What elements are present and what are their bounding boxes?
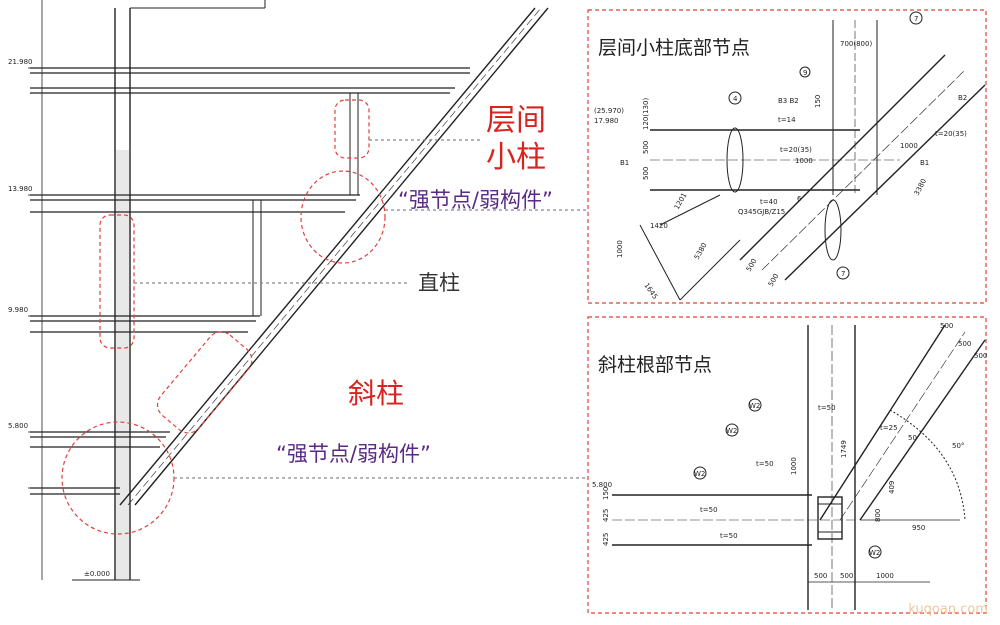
elevation-drawing — [28, 0, 549, 581]
dim-text: t=40 — [760, 198, 778, 206]
dim-text: 800 — [874, 509, 882, 522]
dim-text: 1420 — [650, 222, 668, 230]
dim-text: 500 — [745, 257, 759, 273]
small-column-callout — [334, 99, 370, 159]
dim-text: 50° — [952, 442, 964, 450]
elevation-label: 9.980 — [8, 306, 28, 314]
detail-bottom-dims: 5.800 W2 W2 W2 W2 t=50 t=50 t=50 t=50 t=… — [592, 322, 987, 580]
dim-text: B2 — [958, 94, 967, 102]
label-strong-joint-top: “强节点/弱构件” — [398, 188, 553, 212]
dim-text: 1000 — [876, 572, 894, 580]
elevation-labels: 21.980 13.980 9.980 5.800 ±0.000 — [8, 58, 110, 578]
joint-callout-top — [300, 170, 386, 264]
dim-text: 5.800 — [592, 481, 612, 489]
dim-text: 950 — [912, 524, 925, 532]
dim-text: 1000 — [900, 142, 918, 150]
dim-text: 4 — [733, 95, 738, 103]
dim-text: (25.970) — [594, 107, 624, 115]
detail-bottom-drawing — [612, 324, 986, 610]
dim-text: B3 B2 — [778, 97, 799, 105]
dim-text: W2 — [869, 549, 880, 557]
dim-text: 1201 — [673, 192, 689, 211]
dim-text: 9 — [803, 69, 807, 77]
dim-text: B1 — [620, 159, 629, 167]
dim-text: 500 — [840, 572, 853, 580]
dim-text: 500 — [940, 322, 953, 330]
dim-text: Q345GJB/Z15 — [738, 208, 785, 216]
dim-text: 1000 — [795, 157, 813, 165]
dim-text: 150 — [602, 487, 610, 500]
dim-text: B1 — [920, 159, 929, 167]
dim-text: 17.980 — [594, 117, 619, 125]
dim-text: 1000 — [616, 240, 624, 258]
inclined-column-callout — [156, 331, 253, 434]
detail-top-frame — [587, 9, 987, 304]
detail-top-drawing — [639, 11, 986, 301]
dim-text: W2 — [749, 402, 760, 410]
label-storey-small-column-line1: 层间 — [486, 103, 546, 138]
elevation-label: 5.800 — [8, 422, 28, 430]
dim-text: t=50 — [720, 532, 738, 540]
dim-text: 3380 — [913, 177, 928, 196]
label-storey-small-column-line2: 小柱 — [486, 140, 546, 175]
dim-text: t=50 — [700, 506, 718, 514]
dim-text: W2 — [726, 427, 737, 435]
dim-text: 425 — [602, 533, 610, 546]
dim-text: 425 — [602, 509, 610, 522]
label-inclined-column: 斜柱 — [348, 377, 405, 410]
elevation-label: ±0.000 — [84, 570, 110, 578]
dim-text: 500 — [814, 572, 827, 580]
dim-text: t=20(35) — [780, 146, 812, 154]
dim-text: 150 — [814, 95, 822, 108]
label-straight-column: 直柱 — [418, 271, 460, 295]
dim-text: t=25 — [880, 424, 898, 432]
detail-bottom-title: 斜柱根部节点 — [598, 354, 713, 376]
dim-text: 120(130) — [642, 98, 650, 130]
dim-text: t=20(35) — [935, 130, 967, 138]
dim-text: 6 — [797, 195, 802, 203]
dim-text: 5380 — [693, 242, 709, 261]
dim-text: t=50 — [818, 404, 836, 412]
elevation-label: 13.980 — [8, 185, 33, 193]
dim-text: W2 — [694, 470, 705, 478]
dim-text: t=50 — [756, 460, 774, 468]
dim-text: 1749 — [840, 440, 848, 458]
label-strong-joint-bottom: “强节点/弱构件” — [276, 442, 431, 466]
dim-text: 7 — [914, 15, 918, 23]
dim-text: t=14 — [778, 116, 796, 124]
callouts — [61, 99, 588, 535]
detail-top-title: 层间小柱底部节点 — [598, 37, 751, 59]
dim-text: 1000 — [790, 457, 798, 475]
dim-text: 50 — [908, 434, 917, 442]
dim-text: 7 — [841, 270, 845, 278]
elevation-label: 21.980 — [8, 58, 33, 66]
dim-text: 409 — [888, 481, 896, 494]
dim-text: 500 — [642, 141, 650, 154]
dim-text: 500 — [642, 167, 650, 180]
straight-column-callout — [99, 214, 135, 349]
dim-text: 500 — [767, 272, 781, 288]
dim-text: 500 — [974, 352, 987, 360]
dim-text: 700(800) — [840, 40, 872, 48]
watermark: kuqoan.com — [908, 602, 988, 617]
detail-bottom-frame — [587, 316, 987, 614]
dim-text: 1645 — [642, 282, 659, 301]
dim-text: 500 — [958, 340, 971, 348]
